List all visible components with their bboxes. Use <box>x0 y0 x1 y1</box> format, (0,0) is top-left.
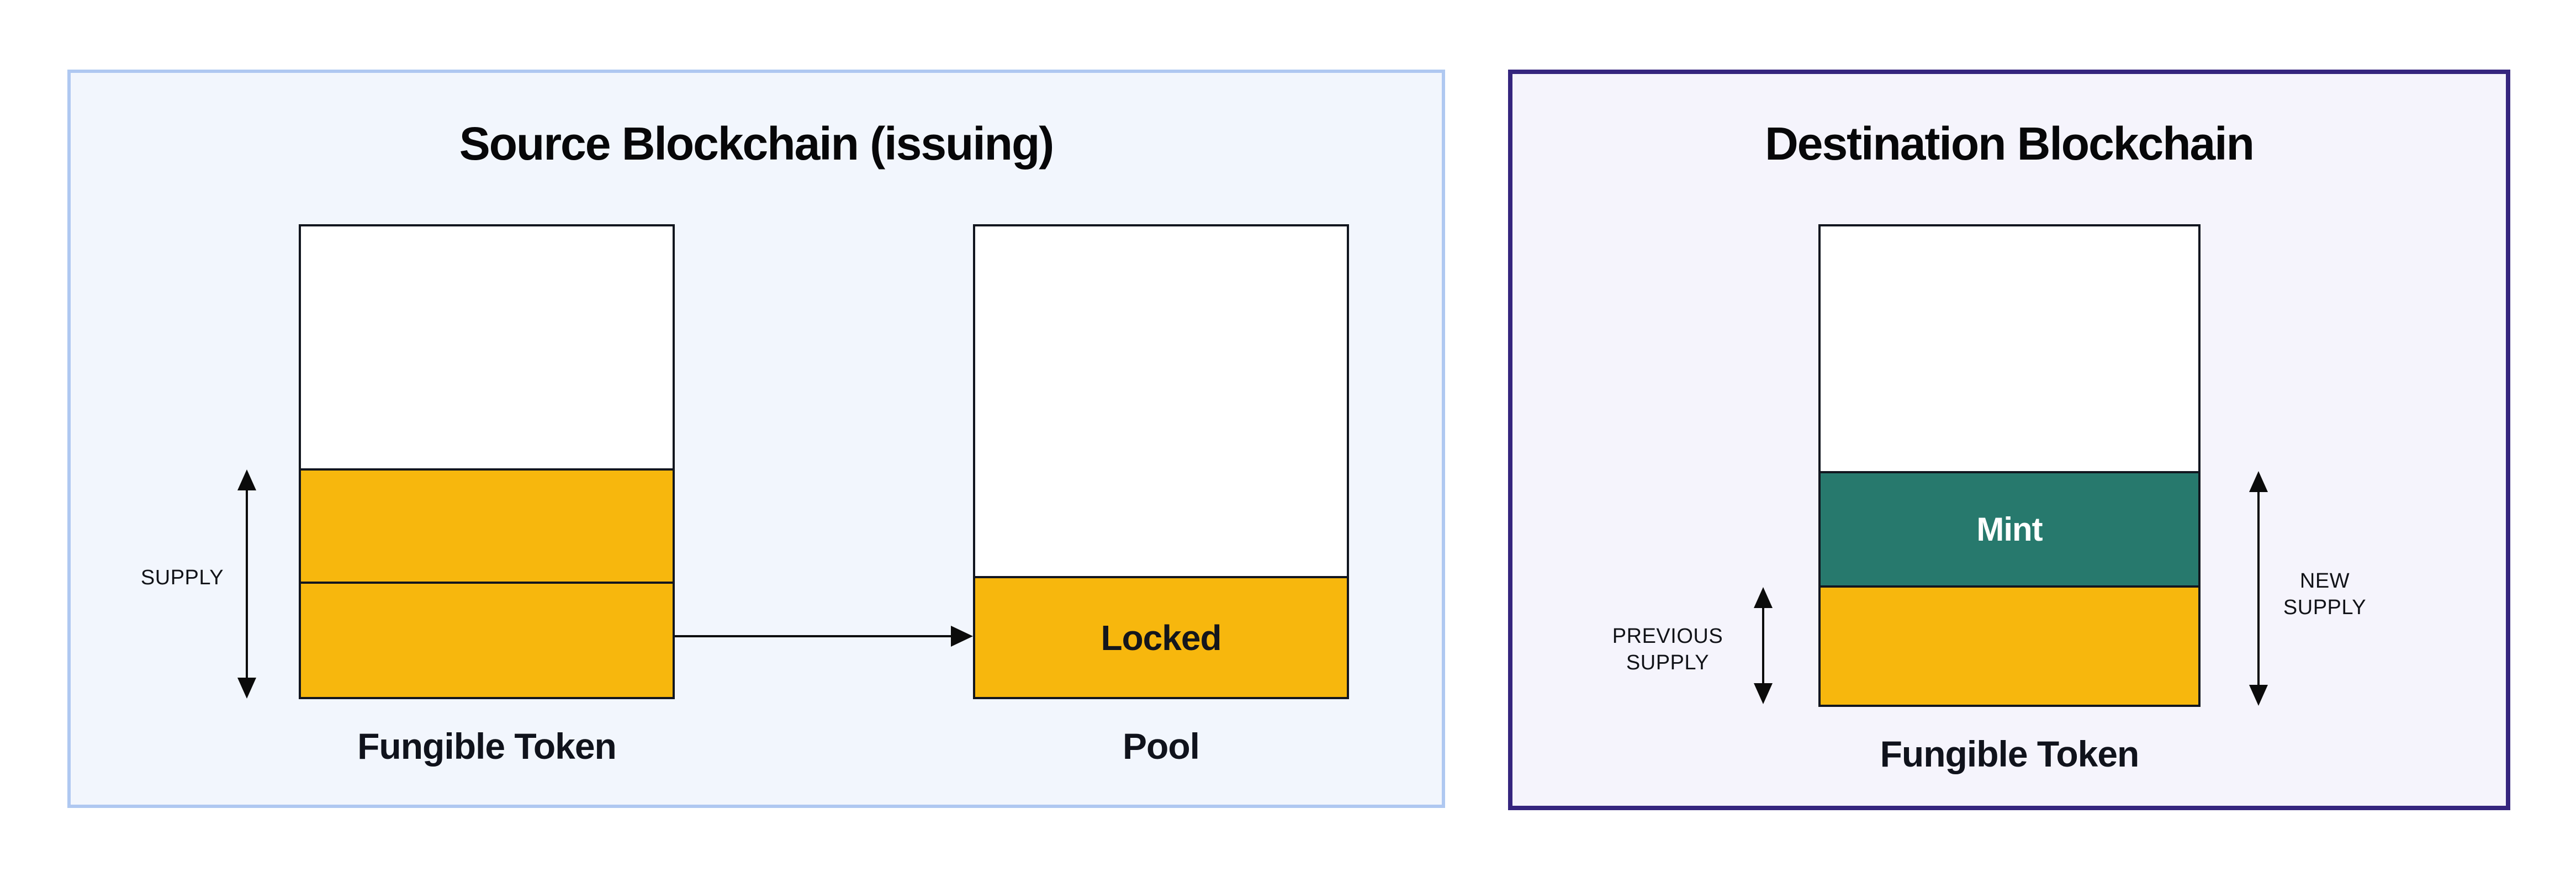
source-token-box-caption: Fungible Token <box>357 726 617 767</box>
previous-supply-label: PREVIOUS SUPPLY <box>1612 625 1723 674</box>
pool-box: Locked <box>973 224 1349 699</box>
arrow-line <box>675 635 952 637</box>
arrow-line <box>2257 487 2260 690</box>
destination-token-box: Mint <box>1818 224 2201 707</box>
supply-range-arrow <box>237 469 256 699</box>
arrowhead-down-icon <box>1754 683 1773 704</box>
arrow-line <box>246 485 248 683</box>
mint-label: Mint <box>1976 511 2043 548</box>
mint-band: Mint <box>1821 471 2198 585</box>
destination-token-box-caption: Fungible Token <box>1880 733 2140 774</box>
arrowhead-down-icon <box>237 678 256 699</box>
supply-label: SUPPLY <box>140 566 224 589</box>
source-panel-title: Source Blockchain (issuing) <box>459 118 1055 170</box>
destination-previous-supply-band <box>1821 585 2198 705</box>
pool-box-caption: Pool <box>1123 726 1200 767</box>
arrow-line <box>1762 603 1764 689</box>
arrowhead-down-icon <box>2249 685 2268 706</box>
source-token-box <box>299 224 675 699</box>
arrowhead-right-icon <box>951 626 973 647</box>
new-supply-label: NEW SUPPLY <box>2283 569 2367 619</box>
locked-band: Locked <box>975 576 1347 697</box>
previous-supply-range-arrow <box>1754 587 1773 704</box>
locked-label: Locked <box>1101 617 1221 658</box>
destination-panel-title: Destination Blockchain <box>1765 118 2255 170</box>
new-supply-range-arrow <box>2249 471 2268 706</box>
source-supply-upper-band <box>301 468 673 582</box>
transfer-arrow <box>675 626 973 647</box>
source-supply-lower-band <box>301 582 673 697</box>
